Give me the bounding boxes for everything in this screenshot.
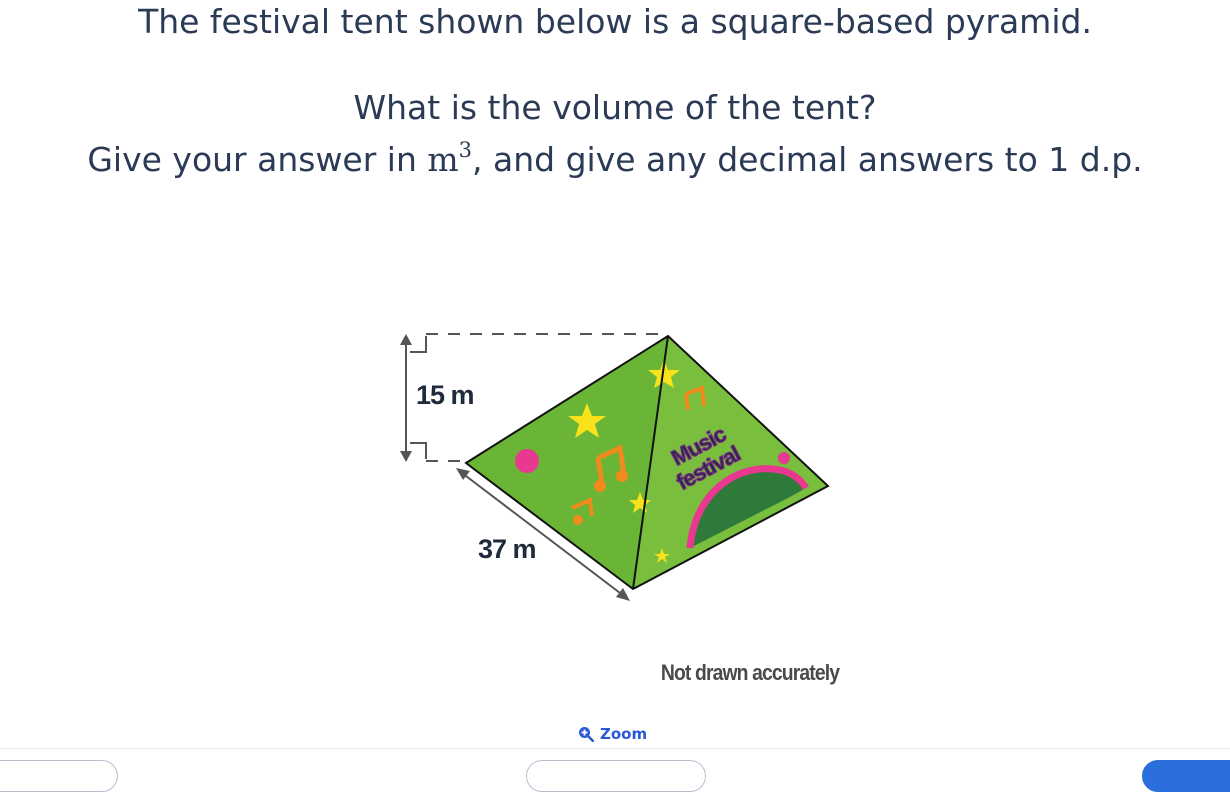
music-note-icon [594, 480, 606, 492]
unit-base: m [427, 140, 459, 179]
footer-right-button[interactable] [1142, 760, 1230, 792]
star-icon [629, 492, 651, 513]
right-angle-mark [410, 336, 427, 353]
right-angle-mark [410, 442, 427, 459]
arrow-up-icon [400, 334, 412, 345]
tent-front-edge [632, 335, 669, 590]
music-note-icon [595, 444, 627, 485]
arrow-left-icon [456, 468, 470, 480]
question-line-3: Give your answer in m3, and give any dec… [0, 138, 1230, 179]
unit-math: m3 [427, 138, 473, 179]
arrow-right-icon [616, 588, 630, 601]
question-line-2: What is the volume of the tent? [353, 88, 877, 127]
arrow-down-icon [400, 451, 412, 462]
side-label: 37 m [478, 534, 536, 564]
star-icon [654, 548, 670, 563]
zoom-label: Zoom [600, 725, 648, 743]
tent-right-face [633, 336, 828, 589]
footer-middle-button[interactable] [526, 760, 706, 792]
music-note-icon [573, 515, 583, 525]
footer-left-button[interactable] [0, 760, 118, 792]
question-line-1: The festival tent shown below is a squar… [138, 2, 1092, 41]
music-note-icon [684, 385, 706, 411]
unit-exponent: 3 [458, 138, 473, 162]
music-note-icon [571, 497, 594, 517]
answer-instruction-suffix: , and give any decimal answers to 1 d.p. [472, 140, 1143, 179]
star-icon [648, 360, 680, 388]
pyramid-tent-diagram: Music festival 15 m 37 m [400, 333, 830, 601]
zoom-button[interactable]: Zoom [578, 722, 647, 746]
pink-dot [515, 449, 539, 473]
height-label: 15 m [416, 380, 474, 410]
side-dimension-line [461, 472, 625, 597]
tent-entrance-rim [686, 465, 810, 549]
not-drawn-accurately-note: Not drawn accurately [660, 660, 840, 685]
music-note-icon [616, 470, 628, 482]
answer-instruction-prefix: Give your answer in [87, 140, 428, 179]
pink-dot [778, 452, 790, 464]
star-icon [568, 403, 606, 438]
zoom-in-icon [579, 727, 594, 742]
footer-divider [0, 748, 1230, 749]
tent-left-face [466, 336, 668, 589]
